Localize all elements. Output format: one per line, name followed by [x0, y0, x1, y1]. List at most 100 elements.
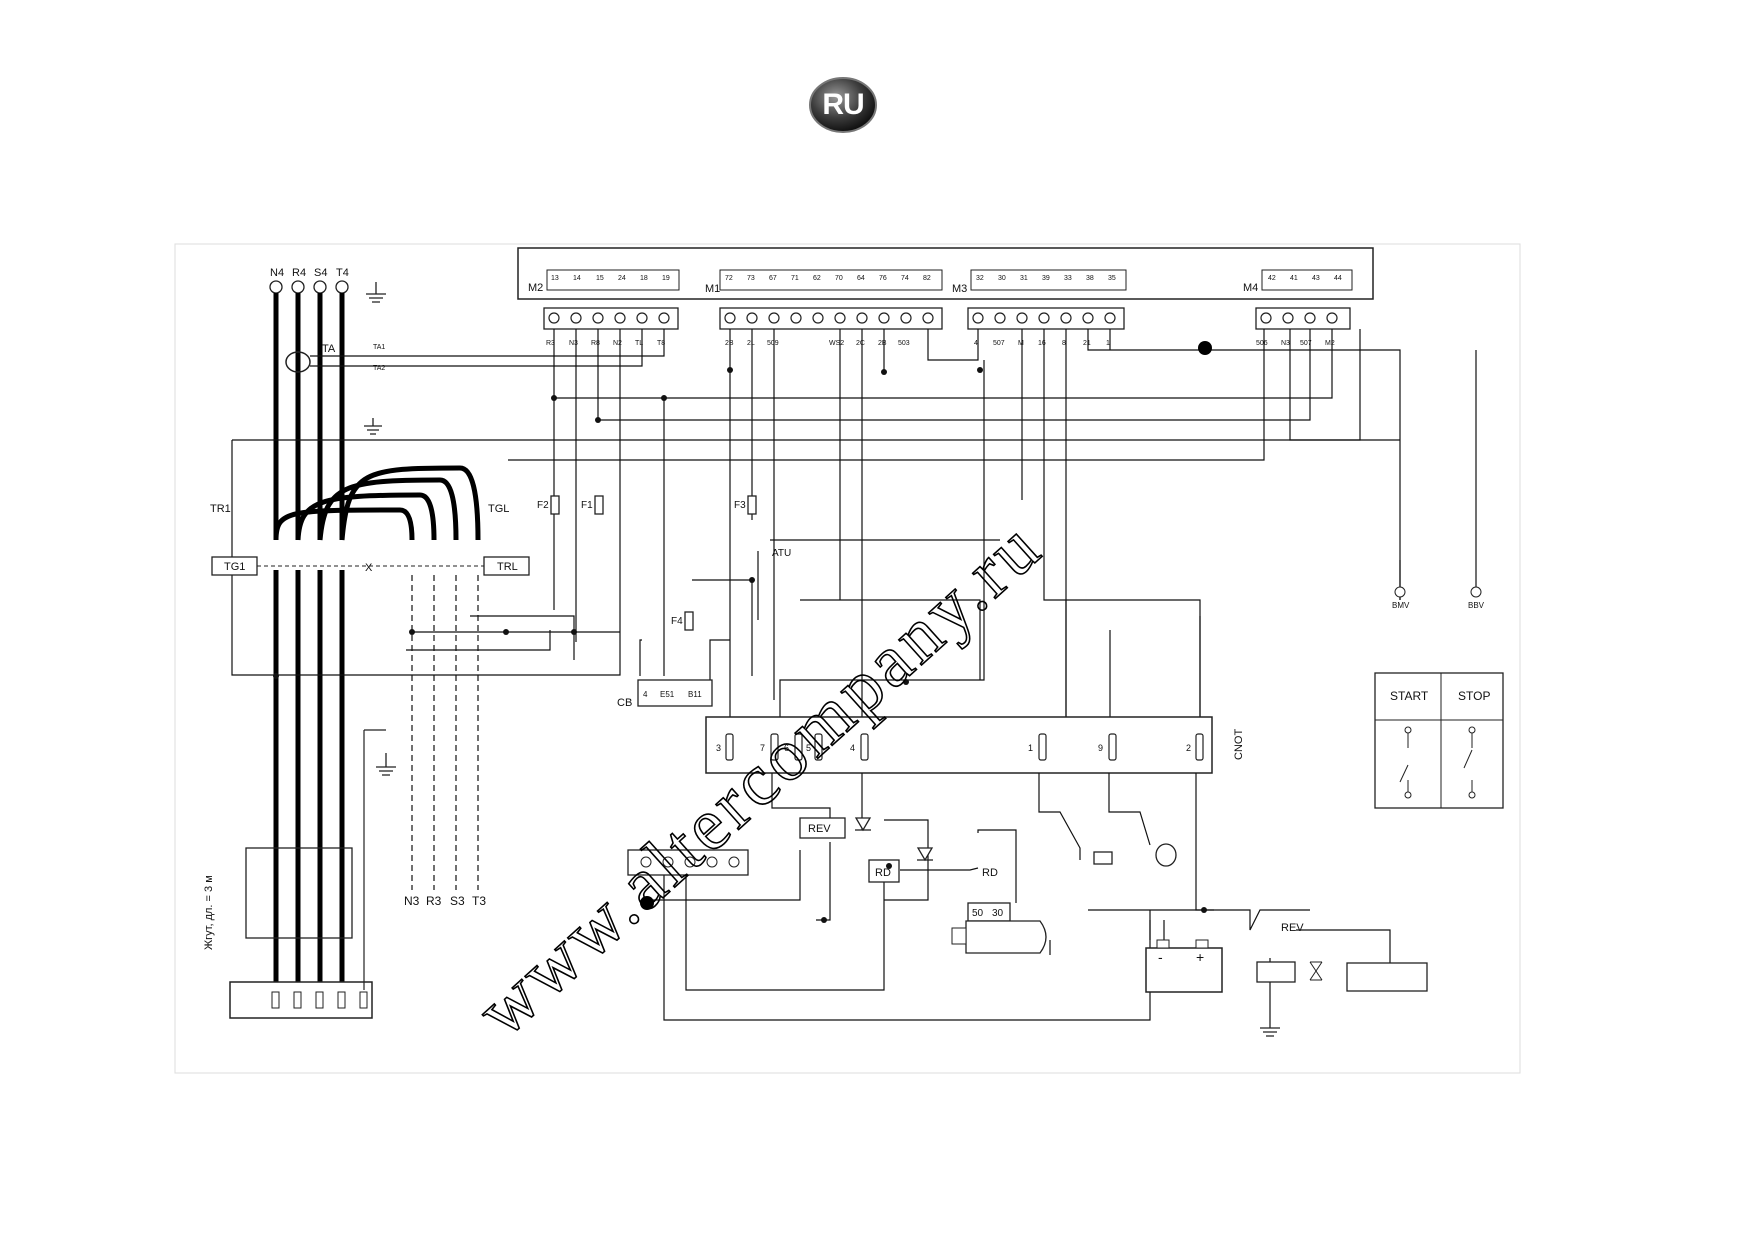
ru-badge-logo — [809, 77, 877, 133]
m2-connector-top: M2 — [528, 269, 680, 294]
rd-pin: 30 — [992, 908, 1004, 919]
m3-label: M3 — [952, 283, 967, 295]
m3-bottom-pin: 507 — [993, 340, 1005, 347]
cb-inner-label: 4 — [643, 690, 648, 699]
m1-bottom-pin: 509 — [767, 340, 779, 347]
battery-plus: + — [1196, 949, 1204, 965]
lower-circuit-wiring — [644, 773, 1391, 1021]
terminal-strips — [543, 307, 1351, 330]
starter-motor: 50 30 — [951, 902, 1047, 954]
stop-label: STOP — [1458, 689, 1490, 703]
cb-label: CB — [617, 697, 632, 709]
f1-label: F1 — [581, 500, 593, 511]
bbv-label: BBV — [1468, 601, 1485, 610]
m1-bottom-pin: 503 — [898, 340, 910, 347]
m4-pin-label: 44 — [1334, 275, 1342, 282]
m1-bottom-pin: WS2 — [829, 340, 844, 347]
output-dashed-lines — [411, 575, 479, 890]
start-stop-legend: START STOP — [1374, 672, 1504, 809]
control-wiring — [231, 329, 1477, 740]
m2-bottom-pin: R3 — [546, 340, 555, 347]
ta2-label: TA2 — [373, 365, 385, 372]
m3-pin-label: 39 — [1042, 275, 1050, 282]
m1-bottom-pin: 2C — [856, 340, 865, 347]
cnot-connector: CNOT 3 7 6 5 4 1 9 2 — [705, 716, 1245, 774]
m2-bottom-pin: T8 — [657, 340, 665, 347]
battery-icon: - + — [1145, 939, 1223, 993]
terminal-r4-label: R4 — [292, 267, 306, 279]
m1-bottom-pin: 2B — [878, 340, 887, 347]
current-transformer: TA TA1 TA2 — [285, 343, 385, 373]
m1-pin-label: 73 — [747, 275, 755, 282]
harness-block: Жгут, дл. = 3 м — [203, 729, 386, 1019]
bmv-label: BMV — [1392, 601, 1410, 610]
ta-label: TA — [322, 343, 336, 355]
m4-pin-label: 41 — [1290, 275, 1298, 282]
x-mark-label: X — [365, 562, 373, 574]
diagram-frame — [174, 243, 1521, 1074]
battery-minus: - — [1158, 949, 1163, 965]
cb-inner-label: E51 — [660, 690, 675, 699]
m4-bottom-pin: 506 — [1256, 340, 1268, 347]
cnot-pin: 4 — [850, 743, 855, 753]
m3-bottom-pin: M — [1018, 340, 1024, 347]
terminal-s4-label: S4 — [314, 267, 327, 279]
ru-badge-text: RU — [822, 88, 864, 121]
m3-pin-label: 30 — [998, 275, 1006, 282]
m4-bottom-pin: M2 — [1325, 340, 1335, 347]
terminal-n4-label: N4 — [270, 267, 284, 279]
tr1-label: TR1 — [210, 503, 231, 515]
m3-bottom-pin: 16 — [1038, 340, 1046, 347]
rd2-label: RD — [982, 867, 998, 879]
ta1-label: TA1 — [373, 344, 385, 351]
junction-dots — [273, 367, 1207, 923]
m2-pin-label: 19 — [662, 275, 670, 282]
m3-pin-label: 32 — [976, 275, 984, 282]
m3-bottom-pin: 21 — [1083, 340, 1091, 347]
m4-pin-label: 42 — [1268, 275, 1276, 282]
fuse-icons — [550, 495, 757, 631]
m4-label: M4 — [1243, 282, 1258, 294]
ground-icon — [364, 282, 1280, 1037]
m2-pin-label: 24 — [618, 275, 626, 282]
cnot-pin: 2 — [1186, 743, 1191, 753]
m1-label: M1 — [705, 283, 720, 295]
f4-label: F4 — [671, 616, 683, 627]
trl-switch: TRL — [483, 556, 530, 576]
m2-label: M2 — [528, 282, 543, 294]
rd-pin: 50 — [972, 908, 984, 919]
r3-output-label: R3 — [426, 894, 442, 908]
tg1-switch: TG1 — [211, 556, 258, 576]
atu-label: ATU — [772, 548, 791, 559]
rev2-label: REV — [1281, 922, 1304, 934]
m2-bottom-pin: TL — [635, 340, 643, 347]
start-label: START — [1390, 689, 1429, 703]
s3-output-label: S3 — [450, 894, 465, 908]
stop-switch-icon — [1463, 726, 1476, 799]
f2-label: F2 — [537, 500, 549, 511]
m1-pin-label: 71 — [791, 275, 799, 282]
m3-bottom-pin: 4 — [974, 340, 978, 347]
tgl-label: TGL — [488, 503, 509, 515]
five-pin-connector — [627, 849, 749, 876]
m2-pin-label: 15 — [596, 275, 604, 282]
m1-pin-label: 70 — [835, 275, 843, 282]
diode-icon — [854, 817, 934, 862]
cnot-label: CNOT — [1233, 729, 1245, 760]
m4-bottom-pin: 507 — [1300, 340, 1312, 347]
m3-pin-label: 38 — [1086, 275, 1094, 282]
m3-pin-label: 31 — [1020, 275, 1028, 282]
m1-pin-label: 74 — [901, 275, 909, 282]
main-power-cables — [273, 293, 481, 990]
pressure-switch-icon — [1093, 843, 1177, 867]
start-switch-icon — [1399, 726, 1412, 799]
m1-connector-top: M1 — [705, 269, 943, 295]
n3-output-label: N3 — [404, 894, 420, 908]
m3-pin-label: 33 — [1064, 275, 1072, 282]
m1-pin-label: 76 — [879, 275, 887, 282]
cb-breaker: CB 4 E51 B11 — [617, 679, 713, 709]
m1-pin-label: 82 — [923, 275, 931, 282]
tg1-label: TG1 — [224, 561, 245, 573]
m2-bottom-pin: R8 — [591, 340, 600, 347]
